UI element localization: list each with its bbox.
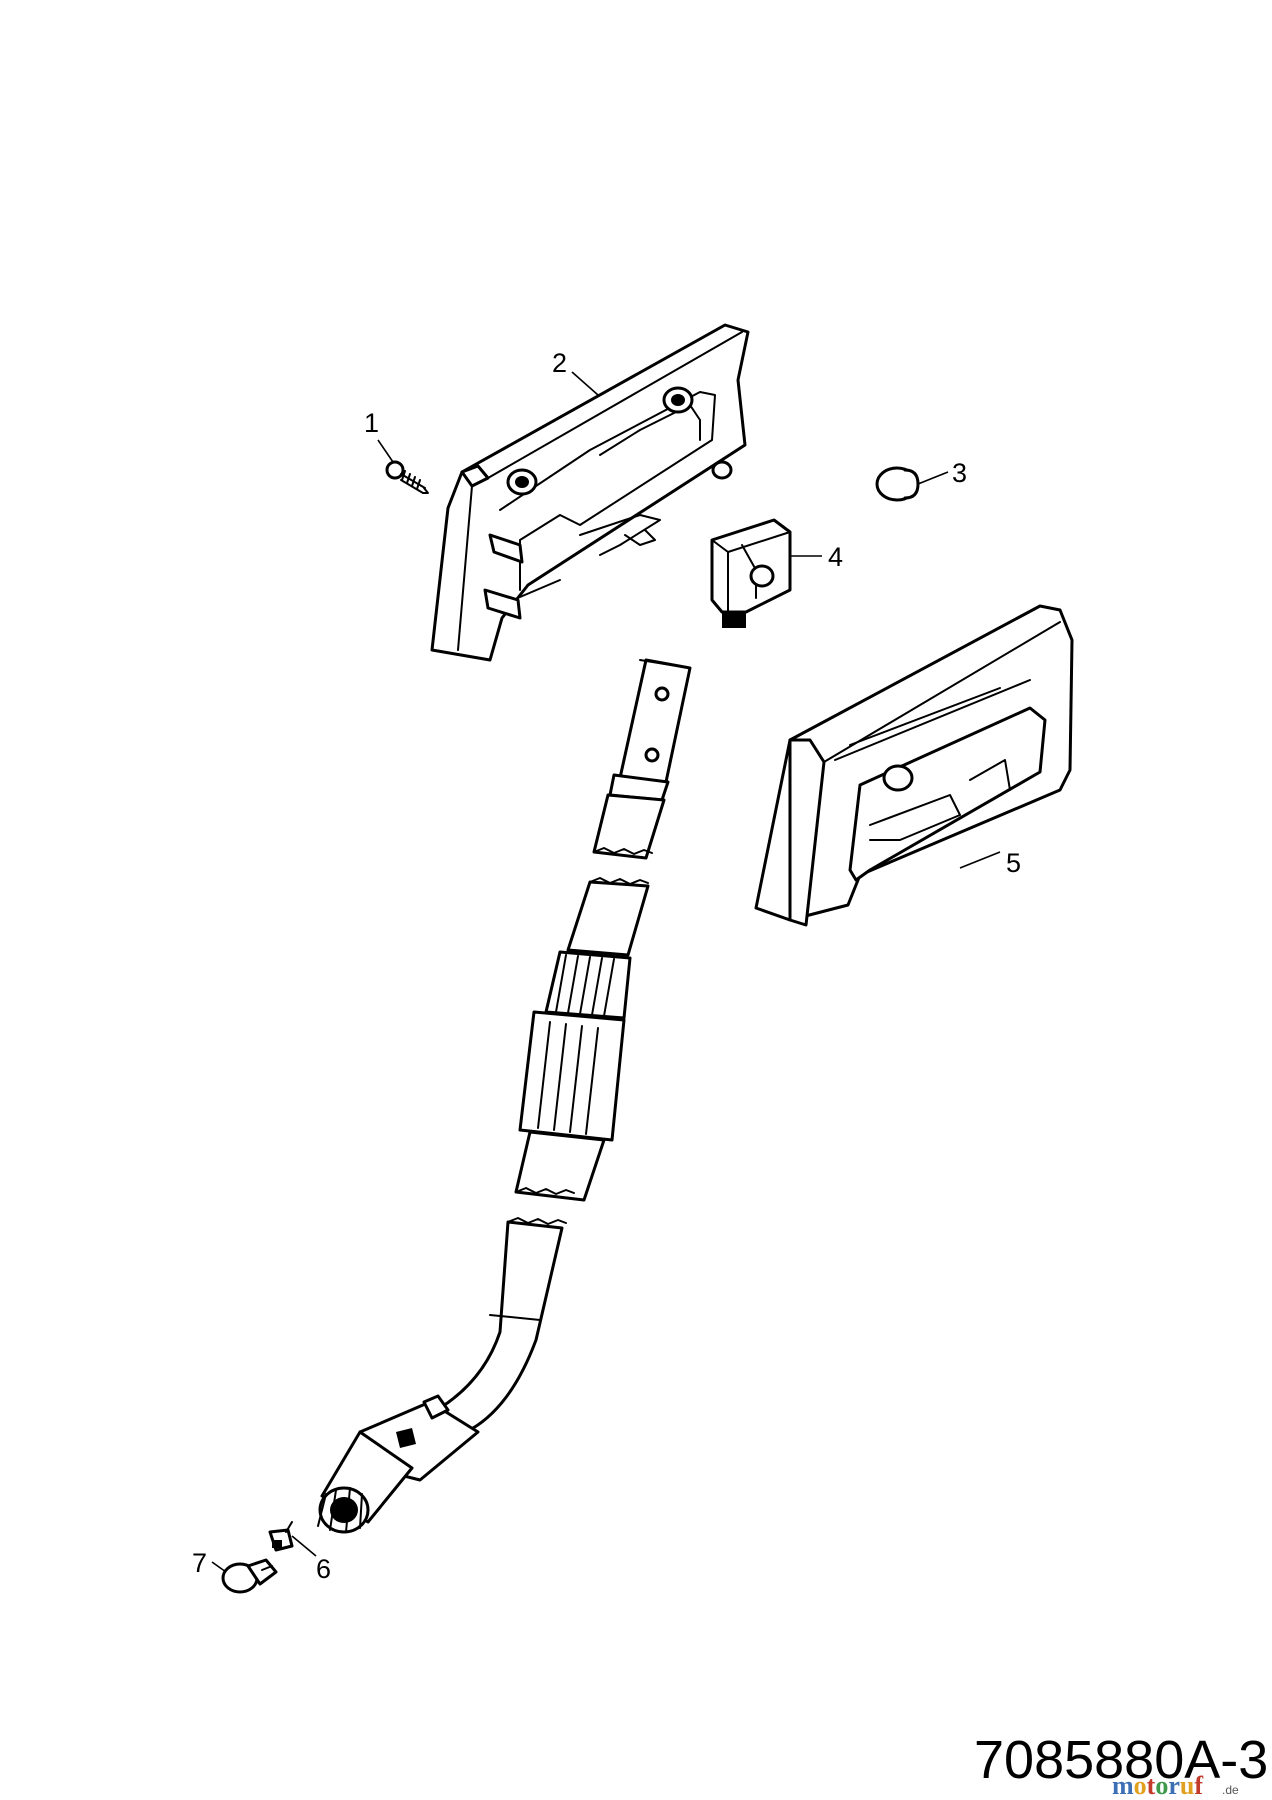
lower-tube [358,1217,567,1482]
part-5-front-plate [754,604,1074,927]
part-1-screw [385,460,429,494]
watermark-letter: o [1155,1771,1168,1800]
drawing-number: 7085880A-3 [974,1730,1268,1790]
watermark-letter: f [1194,1771,1203,1800]
watermark-suffix: .de [1222,1783,1239,1797]
part-7-button [221,1558,278,1594]
part-2-cover-plate [430,323,750,662]
watermark-letter: u [1180,1771,1194,1800]
leader-lines [211,371,1001,1573]
callout-4: 4 [828,542,843,572]
callout-6: 6 [316,1554,331,1584]
watermark-letter: t [1147,1771,1156,1800]
callout-1: 1 [364,408,379,438]
watermark-letter: o [1134,1771,1147,1800]
upper-tube [592,658,692,860]
middle-tube-collar [514,877,650,1202]
nozzle-end [317,1430,414,1534]
callout-2: 2 [552,348,567,378]
svg-text:motoruf: motoruf [1112,1771,1203,1800]
callout-7: 7 [192,1548,207,1578]
part-6-clip [268,1521,294,1552]
callout-5: 5 [1006,848,1021,878]
watermark-letter: r [1168,1771,1180,1800]
part-3-cap [875,466,920,502]
part-4-clip-block [710,518,792,628]
callout-3: 3 [952,458,967,488]
watermark-letter: m [1112,1771,1134,1800]
watermark-logo: motoruf .de [1112,1771,1239,1800]
